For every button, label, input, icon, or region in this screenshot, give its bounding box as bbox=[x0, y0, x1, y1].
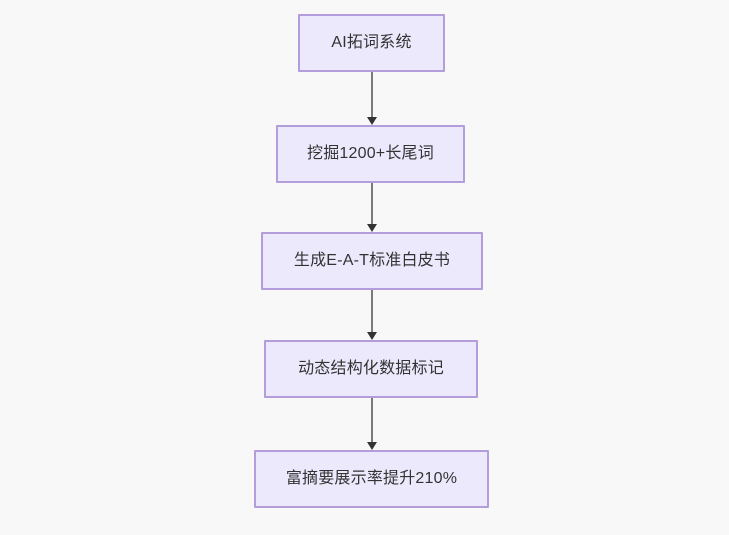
flowchart-node-label: 动态结构化数据标记 bbox=[298, 360, 444, 378]
edge-line bbox=[370, 183, 373, 224]
arrow-down-icon bbox=[366, 442, 377, 450]
flowchart-node-label: 生成E-A-T标准白皮书 bbox=[293, 252, 451, 270]
arrow-down-icon bbox=[366, 224, 377, 232]
flowchart-node-dynamic-structured-data-markup[interactable]: 动态结构化数据标记 bbox=[264, 340, 478, 398]
edge-line bbox=[370, 72, 373, 117]
flowchart-node-rich-snippet-impression-uplift[interactable]: 富摘要展示率提升210% bbox=[254, 450, 489, 508]
arrow-down-icon bbox=[366, 332, 377, 340]
flowchart-node-mine-longtail-keywords[interactable]: 挖掘1200+长尾词 bbox=[276, 125, 465, 183]
flowchart-node-label: 挖掘1200+长尾词 bbox=[307, 145, 434, 163]
flowchart-node-ai-keyword-system[interactable]: AI拓词系统 bbox=[298, 14, 445, 72]
arrow-down-icon bbox=[366, 117, 377, 125]
edge-line bbox=[370, 398, 373, 442]
edge-line bbox=[370, 290, 373, 332]
flowchart-node-generate-eat-whitepaper[interactable]: 生成E-A-T标准白皮书 bbox=[261, 232, 483, 290]
flowchart-node-label: 富摘要展示率提升210% bbox=[285, 470, 458, 488]
flowchart-node-label: AI拓词系统 bbox=[331, 34, 412, 52]
